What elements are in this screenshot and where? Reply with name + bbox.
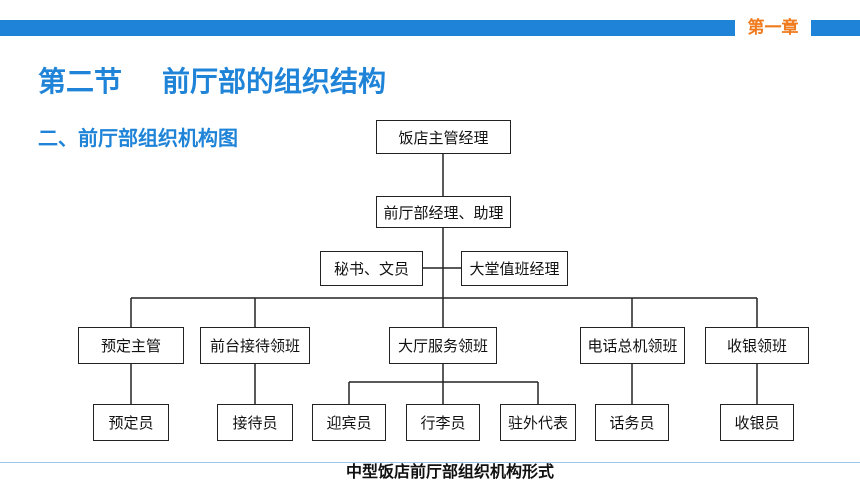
subtitle: 二、前厅部组织机构图: [38, 126, 238, 150]
node-lobby-duty-manager: 大堂值班经理: [461, 251, 568, 286]
node-switchboard-captain: 电话总机领班: [580, 327, 685, 364]
node-reservation-clerk: 预定员: [93, 404, 169, 441]
node-receptionist: 接待员: [217, 404, 293, 441]
node-reservation-supervisor: 预定主管: [78, 327, 184, 364]
chapter-label: 第一章: [747, 18, 799, 38]
node-greeter: 迎宾员: [312, 404, 386, 441]
node-lobby-service-captain: 大厅服务领班: [389, 327, 497, 364]
footer-line: [0, 462, 860, 463]
diagram-caption: 中型饭店前厅部组织机构形式: [345, 462, 554, 481]
section-name: 前厅部的组织结构: [162, 65, 387, 98]
node-bellman: 行李员: [406, 404, 480, 441]
node-operator: 话务员: [595, 404, 669, 441]
node-front-office-manager: 前厅部经理、助理: [376, 196, 511, 228]
section-title: 第二节 前厅部的组织结构: [38, 60, 386, 100]
node-secretary-clerk: 秘书、文员: [320, 251, 423, 286]
node-outstation-representative: 驻外代表: [500, 404, 576, 441]
node-hotel-manager: 饭店主管经理: [376, 120, 511, 154]
section-number: 第二节: [38, 65, 123, 98]
node-reception-captain: 前台接待领班: [200, 327, 310, 364]
header-bar-right: [811, 20, 860, 36]
header-bar-left: [0, 20, 735, 36]
node-cashier-captain: 收银领班: [705, 327, 809, 364]
node-cashier: 收银员: [720, 404, 794, 441]
